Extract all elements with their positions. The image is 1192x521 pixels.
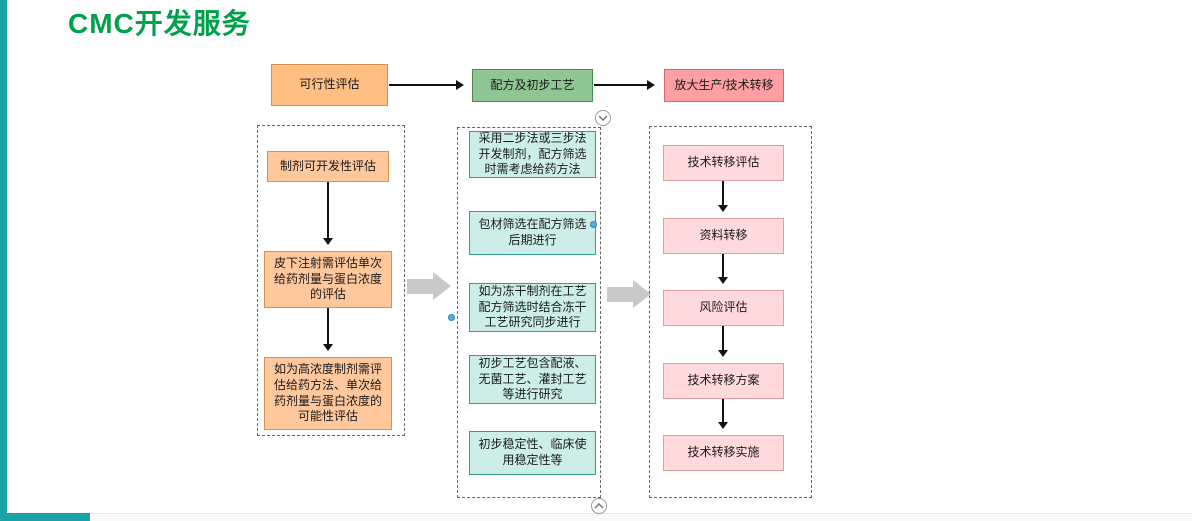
connector-transfer-1-2 [718,181,728,212]
chevron-down-icon [598,115,608,121]
formulation-item-1[interactable]: 采用二步法或三步法开发制剂，配方筛选时需考虑给药方法 [469,131,596,178]
stage-arrow-1 [407,272,451,300]
horizontal-scrollbar-track[interactable] [0,513,1192,521]
feasibility-group-frame[interactable] [257,125,405,436]
connector-transfer-3-4 [718,326,728,357]
connector-feasibility-1-2 [323,182,333,245]
left-panel-strip [0,0,7,513]
connector-transfer-4-5 [718,399,728,429]
formulation-item-2[interactable]: 包材筛选在配方筛选后期进行 [469,211,596,255]
collapse-button-bottom[interactable] [591,498,607,514]
stage-arrow-2-shaft [607,286,633,302]
collapse-button-top[interactable] [595,110,611,126]
feasibility-item-2[interactable]: 皮下注射需评估单次给药剂量与蛋白浓度的评估 [264,251,392,308]
transfer-item-1[interactable]: 技术转移评估 [663,145,784,181]
connector-formulation-to-scaleup [594,80,655,90]
selection-handle-left[interactable] [448,314,455,321]
feasibility-item-1[interactable]: 制剂可开发性评估 [267,151,389,182]
stage-arrow-2 [607,280,651,308]
chevron-up-icon [594,503,604,509]
page-title: CMC开发服务 [68,8,251,39]
transfer-item-2[interactable]: 资料转移 [663,218,784,254]
formulation-item-3[interactable]: 如为冻干制剂在工艺配方筛选时结合冻干工艺研究同步进行 [469,283,596,332]
node-formulation-process[interactable]: 配方及初步工艺 [472,69,593,102]
node-feasibility[interactable]: 可行性评估 [271,64,388,106]
feasibility-item-3[interactable]: 如为高浓度制剂需评估给药方法、单次给药剂量与蛋白浓度的可能性评估 [264,357,392,430]
node-scaleup-transfer[interactable]: 放大生产/技术转移 [664,69,784,102]
connector-feasibility-to-formulation [389,80,464,90]
transfer-item-4[interactable]: 技术转移方案 [663,363,784,399]
connector-transfer-2-3 [718,254,728,284]
selection-handle-right[interactable] [590,221,597,228]
horizontal-scrollbar-thumb[interactable] [0,513,90,521]
transfer-item-3[interactable]: 风险评估 [663,290,784,326]
stage-arrow-2-head [633,280,651,308]
transfer-item-5[interactable]: 技术转移实施 [663,435,784,471]
stage-arrow-1-shaft [407,278,433,294]
formulation-group-frame[interactable] [457,127,601,498]
formulation-item-5[interactable]: 初步稳定性、临床使用稳定性等 [469,431,596,475]
formulation-item-4[interactable]: 初步工艺包含配液、无菌工艺、灌封工艺等进行研究 [469,355,596,404]
connector-feasibility-2-3 [323,308,333,351]
transfer-group-frame[interactable] [649,126,812,498]
stage-arrow-1-head [433,272,451,300]
